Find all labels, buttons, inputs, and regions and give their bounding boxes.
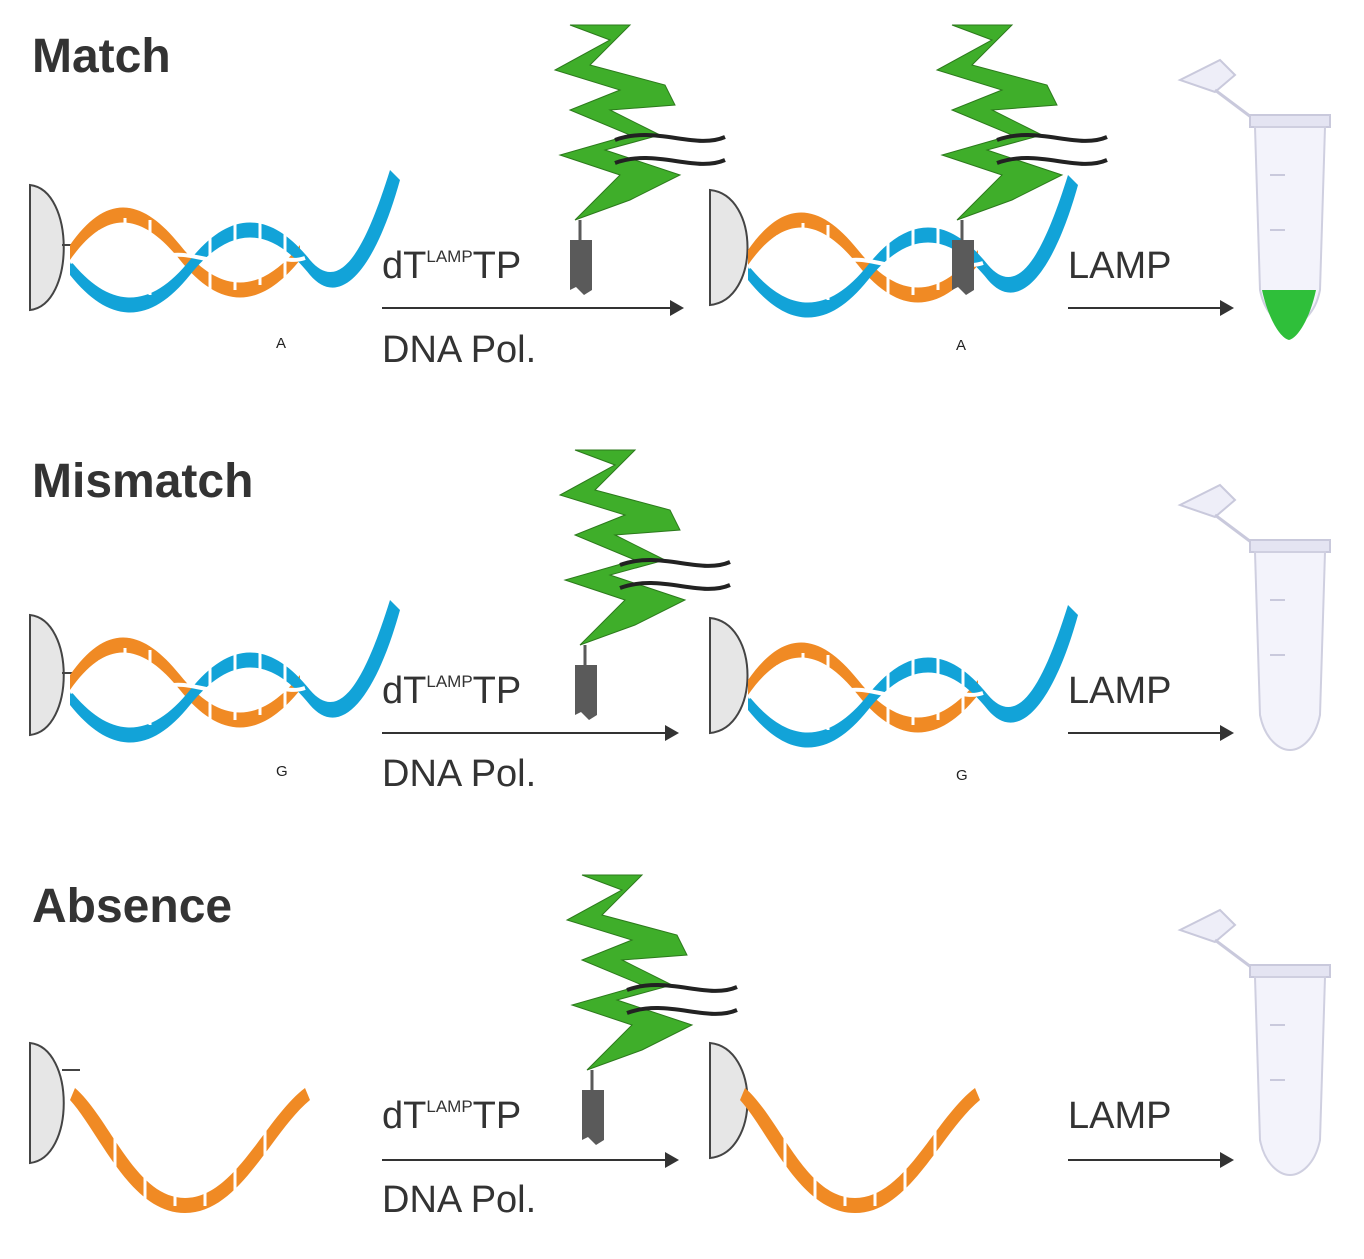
base-label: G	[276, 763, 288, 780]
reagent-label: dTLAMPTP	[382, 245, 521, 287]
base-label: A	[276, 335, 286, 352]
row-title-absence: Absence	[32, 880, 232, 933]
reaction-arrow	[1068, 300, 1234, 316]
reaction-arrow	[1068, 1152, 1234, 1168]
dna-duplex-icon	[746, 173, 1080, 320]
bead-icon	[29, 613, 65, 737]
bead-icon	[29, 183, 65, 312]
reagent-label: dTLAMPTP	[382, 670, 521, 712]
lamp-primer-icon	[558, 448, 732, 722]
enzyme-label: DNA Pol.	[382, 753, 536, 795]
lamp-label: LAMP	[1068, 670, 1171, 712]
row-title-match: Match	[32, 30, 171, 83]
reaction-arrow	[382, 725, 679, 741]
base-label: A	[956, 337, 966, 354]
base-label: G	[956, 767, 968, 784]
lamp-label: LAMP	[1068, 245, 1171, 287]
lamp-primer-icon	[553, 23, 727, 297]
tube-icon	[1178, 58, 1332, 327]
green-signal-icon	[1262, 290, 1316, 340]
single-strand-icon	[738, 1086, 982, 1215]
row-absence: Absence dTLAMPTP DNA Pol. LAMP	[29, 873, 1332, 1221]
dna-duplex-icon	[68, 168, 402, 315]
reagent-label: dTLAMPTP	[382, 1095, 521, 1137]
row-mismatch: Mismatch G dTLAMPTP DNA Pol. G LAMP	[29, 448, 1332, 795]
dna-duplex-icon	[746, 603, 1080, 750]
bead-icon	[29, 1041, 65, 1165]
lamp-label: LAMP	[1068, 1095, 1171, 1137]
reaction-arrow	[1068, 725, 1234, 741]
dna-duplex-icon	[68, 598, 402, 745]
row-title-mismatch: Mismatch	[32, 455, 253, 508]
enzyme-label: DNA Pol.	[382, 329, 536, 371]
tube-icon	[1178, 483, 1332, 752]
bead-icon	[709, 188, 749, 307]
reaction-arrow	[382, 300, 684, 316]
bead-icon	[709, 616, 749, 735]
single-strand-icon	[68, 1086, 312, 1215]
reaction-arrow	[382, 1152, 679, 1168]
enzyme-label: DNA Pol.	[382, 1179, 536, 1221]
tube-icon	[1178, 908, 1332, 1177]
row-match: Match A dTLAMPTP DNA Pol. A LAMP	[29, 23, 1332, 371]
